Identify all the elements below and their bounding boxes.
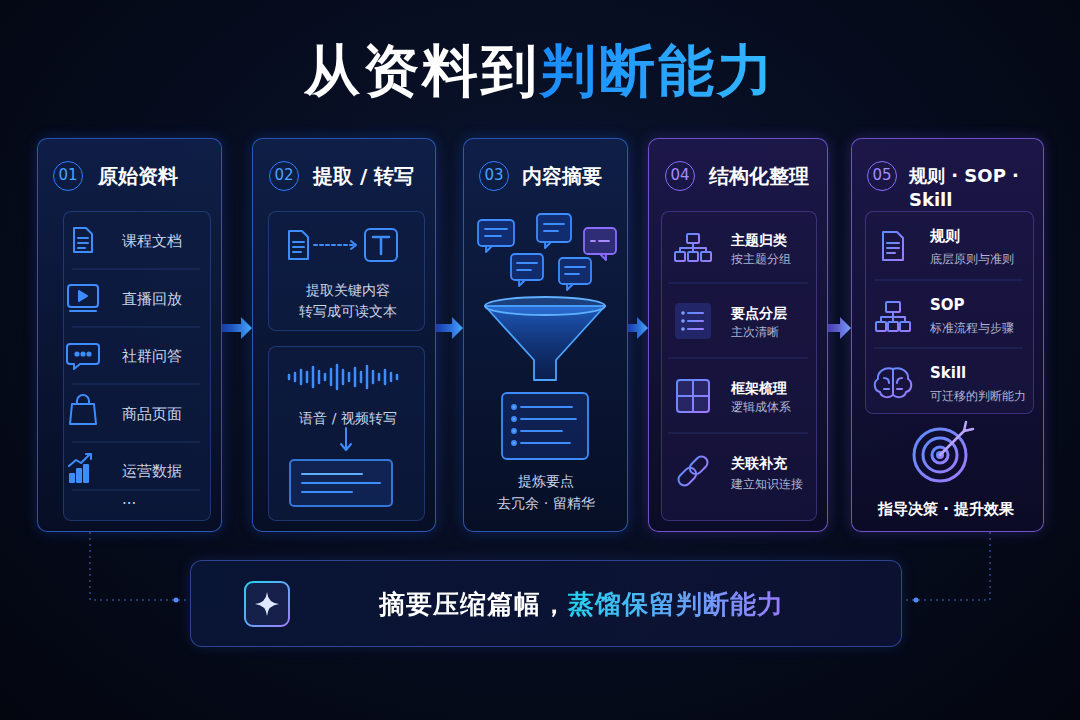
box-text: 转写成可读文本 — [299, 302, 397, 320]
sub-box: 提取关键内容转写成可读文本 — [268, 211, 425, 331]
connector — [828, 317, 851, 339]
stage-panel: 04 结构化整理主题归类按主题分组要点分层主次清晰框架梳理逻辑成体系关联补充建立知… — [648, 138, 828, 532]
dotted-leader — [902, 532, 990, 600]
flow-arrow — [628, 317, 648, 339]
connector — [902, 532, 990, 603]
item-desc: 标准流程与步骤 — [930, 321, 1033, 337]
leader-dot — [174, 598, 179, 603]
stage-panel: 03 内容摘要提炼要点去冗余 · 留精华 — [463, 138, 628, 532]
panel-note: 去冗余 · 留精华 — [497, 494, 594, 512]
source-item: 运营数据 — [122, 462, 210, 482]
connector — [436, 317, 463, 339]
step-number: 03 — [479, 161, 509, 191]
source-item: 课程文档 — [122, 232, 210, 252]
connector — [222, 317, 252, 339]
item-desc: 建立知识连接 — [731, 477, 816, 493]
method-list: 主题归类按主题分组要点分层主次清晰框架梳理逻辑成体系关联补充建立知识连接 — [661, 211, 817, 521]
panel-title: 内容摘要 — [522, 163, 627, 189]
band-text: 摘要压缩篇幅，蒸馏保留判断能力 — [379, 588, 784, 622]
flow-arrow — [828, 317, 851, 339]
stage-panel: 02提取 / 转写提取关键内容转写成可读文本语音 / 视频转写 — [252, 138, 436, 532]
panel-title: 结构化整理 — [709, 163, 827, 189]
source-item: 直播回放 — [122, 290, 210, 310]
flow-arrow — [222, 317, 252, 339]
item-title: Skill — [930, 364, 1033, 384]
dotted-leader — [90, 532, 190, 600]
flow-arrow — [436, 317, 463, 339]
summary-band: 摘要压缩篇幅，蒸馏保留判断能力 — [190, 560, 902, 647]
item-title: 主题归类 — [731, 231, 816, 249]
item-title: 要点分层 — [731, 304, 816, 322]
connector — [628, 317, 648, 339]
sub-box: 语音 / 视频转写 — [268, 346, 425, 521]
panel-note: 提炼要点 — [518, 472, 574, 490]
box-text: 语音 / 视频转写 — [299, 409, 397, 427]
item-desc: 可迁移的判断能力 — [930, 389, 1033, 405]
item-title: SOP — [930, 296, 1033, 316]
item-title: 关联补充 — [731, 454, 816, 472]
item-title: 规则 — [930, 227, 1033, 247]
source-item: 商品页面 — [122, 405, 210, 425]
item-title: 框架梳理 — [731, 379, 816, 397]
step-number: 02 — [269, 161, 299, 191]
source-item: 社群问答 — [122, 347, 210, 367]
connector — [90, 532, 190, 603]
panel-title: 规则 · SOP · Skill — [909, 164, 1043, 211]
step-number: 01 — [53, 161, 83, 191]
item-desc: 主次清晰 — [731, 325, 816, 341]
item-desc: 底层原则与准则 — [930, 252, 1033, 268]
diagram-title: 从资料到判断能力 — [304, 35, 776, 108]
item-desc: 按主题分组 — [731, 252, 816, 268]
output-list: 规则底层原则与准则 SOP 标准流程与步骤 Skill 可迁移的判断能力 — [865, 211, 1034, 414]
stage-panel: 01 原始资料课程文档直播回放社群问答商品页面运营数据 ··· — [37, 138, 222, 532]
panel-title: 提取 / 转写 — [313, 163, 435, 189]
panel-note: 指导决策 · 提升效果 — [878, 500, 1014, 520]
stage-panel: 05 规则 · SOP · Skill 指导决策 · 提升效果 规则底层原则与准则 SO… — [851, 138, 1044, 532]
box-text: 提取关键内容 — [306, 281, 390, 299]
leader-dot — [914, 598, 919, 603]
step-number: 04 — [665, 161, 695, 191]
more-mark: ··· — [122, 495, 210, 515]
step-number: 05 — [867, 161, 897, 191]
item-desc: 逻辑成体系 — [731, 400, 816, 416]
source-list: 课程文档直播回放社群问答商品页面运营数据 ··· — [63, 211, 211, 521]
panel-title: 原始资料 — [98, 163, 221, 189]
